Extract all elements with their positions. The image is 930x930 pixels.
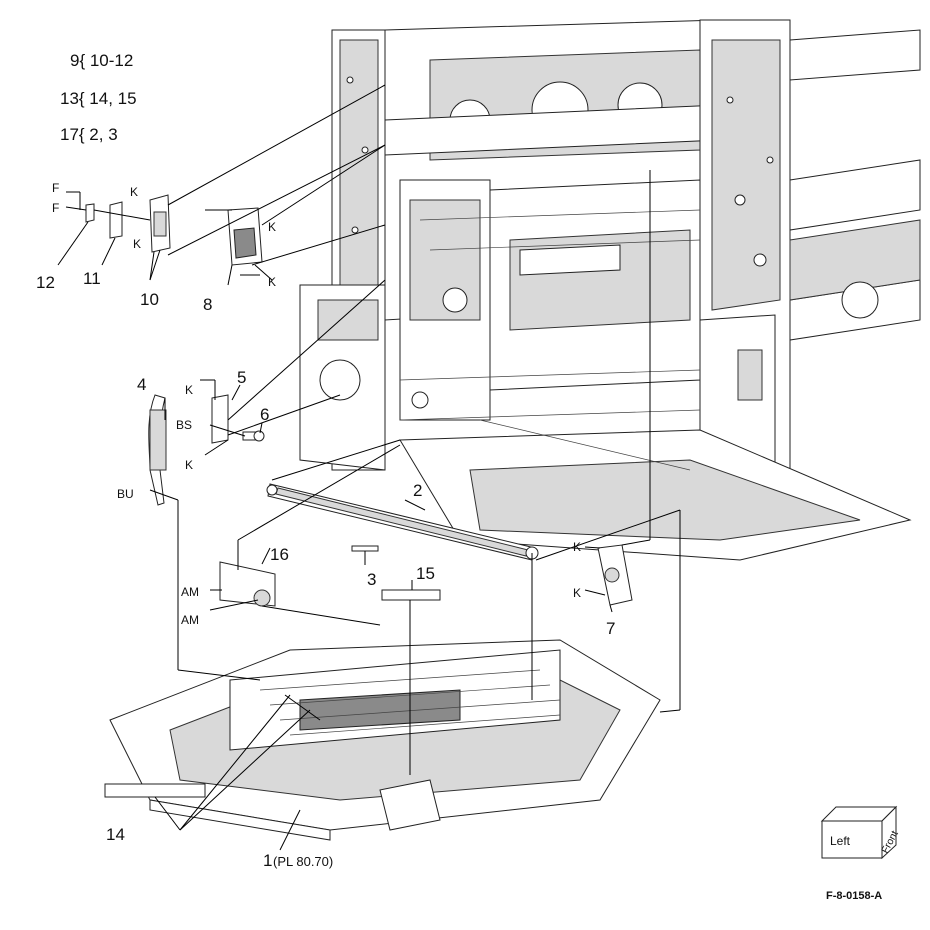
lower-chute-assembly bbox=[109, 639, 661, 841]
callout-14: 14 bbox=[106, 825, 125, 844]
connector-bu: BU bbox=[117, 487, 134, 501]
sensor-part-8 bbox=[227, 207, 263, 266]
callout-16: 16 bbox=[270, 545, 289, 564]
callout-8: 8 bbox=[203, 295, 212, 314]
legend-line-2: 13{ 14, 15 bbox=[60, 89, 137, 108]
pin-part-6 bbox=[242, 430, 265, 442]
orientation-left-label: Left bbox=[830, 834, 851, 848]
label-part-14 bbox=[104, 783, 206, 798]
callout-6: 6 bbox=[260, 405, 269, 424]
connector-am-upper: AM bbox=[181, 585, 199, 599]
bracket-part-11 bbox=[109, 201, 123, 239]
callout-10: 10 bbox=[140, 290, 159, 309]
connector-k-8-top: K bbox=[268, 220, 276, 234]
label-part-3 bbox=[351, 545, 379, 552]
connector-k-5-bottom: K bbox=[185, 458, 193, 472]
connector-k-7-top: K bbox=[573, 540, 581, 554]
callout-7: 7 bbox=[606, 619, 615, 638]
connector-k-7-bottom: K bbox=[573, 586, 581, 600]
legend-line-1: 9{ 10-12 bbox=[70, 51, 133, 70]
callout-15: 15 bbox=[416, 564, 435, 583]
bracket-part-16 bbox=[219, 561, 276, 607]
connector-k-5-top: K bbox=[185, 383, 193, 397]
roller-part-2 bbox=[266, 483, 539, 561]
callout-1-reference: (PL 80.70) bbox=[273, 854, 333, 869]
callout-3: 3 bbox=[367, 570, 376, 589]
connector-k-10-bottom: K bbox=[133, 237, 141, 251]
label-part-15 bbox=[381, 589, 441, 601]
connector-am-lower: AM bbox=[181, 613, 199, 627]
figure-id: F-8-0158-A bbox=[826, 890, 882, 902]
callout-2: 2 bbox=[413, 481, 422, 500]
callout-1: 1 bbox=[263, 851, 272, 870]
part-callouts: 1 (PL 80.70) 2 3 4 5 6 7 8 10 11 12 14 1… bbox=[36, 269, 615, 870]
callout-4: 4 bbox=[137, 375, 146, 394]
connector-k-8-bottom: K bbox=[268, 275, 276, 289]
machine-frame bbox=[299, 19, 921, 561]
connector-f-upper: F bbox=[52, 181, 59, 195]
leader-lines bbox=[57, 84, 681, 851]
legend-line-3: 17{ 2, 3 bbox=[60, 125, 118, 144]
callout-5: 5 bbox=[237, 368, 246, 387]
callout-12: 12 bbox=[36, 273, 55, 292]
connector-f-lower: F bbox=[52, 201, 59, 215]
connector-labels: F F K K K K K K BS BU AM AM K K bbox=[52, 181, 581, 627]
orientation-cube: Left Front bbox=[820, 805, 901, 860]
bracket-part-12 bbox=[85, 203, 95, 223]
handle-part-4 bbox=[148, 394, 167, 506]
connector-bs: BS bbox=[176, 418, 192, 432]
callout-11: 11 bbox=[83, 269, 101, 288]
sensor-part-10 bbox=[149, 194, 171, 253]
connector-k-10-top: K bbox=[130, 185, 138, 199]
part-group-legend: 9{ 10-12 13{ 14, 15 17{ 2, 3 bbox=[60, 51, 137, 144]
bracket-part-5 bbox=[211, 394, 229, 444]
